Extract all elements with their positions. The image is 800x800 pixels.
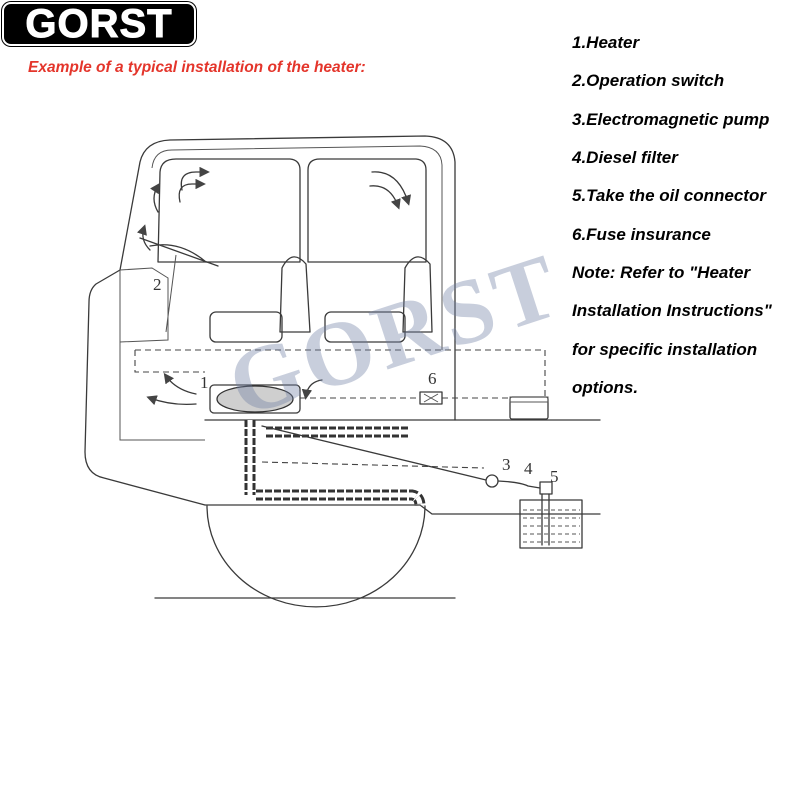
brand-logo-text: GORST [25,2,173,47]
airflow-arrow-dash [137,224,151,251]
fuel-tank [519,499,583,549]
note-line: Installation Instructions" [572,301,772,320]
door-lower-line [119,342,205,441]
label-oil-connector: 5 [550,467,559,486]
hose-lower-inner [256,492,423,507]
diesel-filter [539,481,553,495]
seat-cushion-right [324,311,406,343]
duct-left [134,350,205,373]
wire-to-pump [261,461,485,469]
airflow-arrow-heater-left-2 [146,395,197,406]
front-body-outline [84,269,206,506]
note-line: for specific installation [572,340,758,359]
fuse-box [509,396,549,420]
airflow-arrow-heater-right [301,379,323,400]
part-item-pump: 3.Electromagnetic pump [572,110,770,129]
fuel-line [261,425,487,481]
oil-connector-pipe [541,493,550,546]
label-pump: 3 [502,455,511,474]
airflow-arrow-left-window-2 [178,178,206,203]
electromagnetic-pump [485,474,499,488]
note-line: Note: Refer to "Heater [572,263,751,282]
airflow-arrow-windshield [150,182,161,213]
airflow-arrow-left-window [180,166,210,191]
seat-cushion-left [209,311,283,343]
heater-body [216,385,294,413]
watermark: GORST [216,233,573,436]
operation-switch-box [419,391,443,405]
part-item-heater: 1.Heater [572,33,640,52]
label-heater: 1 [200,373,209,392]
right-window [307,158,427,263]
fuel-level [523,509,580,543]
dashboard-panel [119,267,169,343]
operation-switch-mark [423,393,439,403]
part-item-oil-connector: 5.Take the oil connector [572,186,766,205]
seat-back-left [279,256,311,333]
part-item-fuse: 6.Fuse insurance [572,225,711,244]
diagram-caption: Example of a typical installation of the… [28,59,366,76]
cab-roof-outline [119,135,456,421]
heater-frame [209,384,301,414]
part-item-filter: 4.Diesel filter [572,148,678,167]
steering-wheel [139,237,219,267]
seat-back-right [402,256,433,333]
fuse-box-lid [509,396,549,403]
label-operation-switch: 2 [153,275,162,294]
wheel [206,505,426,608]
label-fuse: 6 [428,369,437,388]
part-item-operation-switch: 2.Operation switch [572,71,725,90]
brand-logo: GORST [2,2,196,47]
fuel-line-to-filter [497,480,541,489]
label-filter: 4 [524,459,533,478]
note-line: options. [572,378,639,397]
left-window [157,158,301,263]
duct-upper [135,349,546,396]
steering-column [165,254,177,333]
cab-inner-roof-line [151,145,443,350]
chassis-line [204,504,601,515]
airflow-arrow-right-window-2 [369,185,401,210]
airflow-arrow-heater-left [163,372,197,395]
airflow-arrow-right-window [371,171,412,206]
